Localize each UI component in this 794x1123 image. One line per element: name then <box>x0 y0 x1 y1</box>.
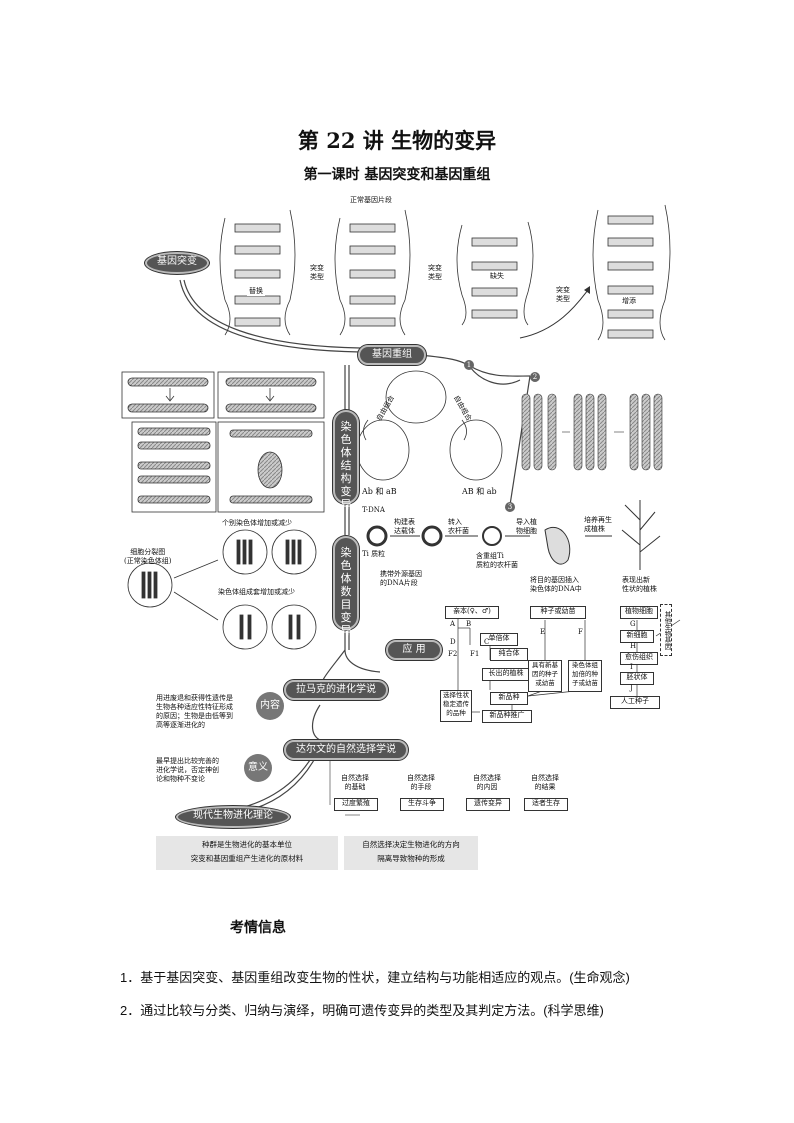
lamarck-content-text: 用进废退和获得性遗传是 生物各种适应性特征形成 的原因；生物是由低等到 高等逐渐… <box>156 694 233 729</box>
darwin-value-2: 遗传变异 <box>466 798 510 811</box>
foreign-gene-label: 携带外源基因 的DNA片段 <box>380 570 422 587</box>
regenerate-label: 培养再生 成植株 <box>584 516 612 533</box>
box-new-variety: 新品种 <box>490 692 528 705</box>
letter-h: H <box>630 642 637 650</box>
chromosome-structure-panel <box>121 371 325 513</box>
set-change-label: 染色体组成套增加或减少 <box>218 588 295 596</box>
chrom-structure-hub: 染色体结构变异 <box>333 410 359 511</box>
box-select-stable: 选择性状 稳定遗传 的品种 <box>440 690 472 722</box>
letter-c: C <box>484 638 490 646</box>
box-new-cell: 新细胞 <box>620 630 654 643</box>
box-long-plant: 长出的植株 <box>482 668 530 681</box>
darwin-hub: 达尔文的自然选择学说 <box>284 740 408 760</box>
agro-label: 含重组Ti 质粒的农杆菌 <box>476 552 518 569</box>
box-new-gene-seed: 具有新基 因的种子 或幼苗 <box>528 660 562 692</box>
box-haploid: 单倍体 <box>480 633 518 646</box>
mutation-type-label-1: 突变 类型 <box>310 264 324 281</box>
box-polyploid-seed: 染色体组 加倍的种 子或幼苗 <box>568 660 602 692</box>
karyotype-label: 细胞分裂图 (正常染色体组) <box>124 548 172 565</box>
darwin-head-0: 自然选择 的基础 <box>341 774 369 791</box>
concept-map-graphics <box>121 204 681 816</box>
new-trait-label: 表现出新 性状的植株 <box>622 576 657 593</box>
crossing-over-chromosomes <box>521 393 663 471</box>
normal-gene-label: 正常基因片段 <box>350 196 392 204</box>
letter-j: J <box>630 684 633 692</box>
box-homozygous: 纯合体 <box>490 648 528 661</box>
box-callus: 愈伤组织 <box>620 652 658 665</box>
box-parents: 亲本(♀、♂) <box>445 606 499 619</box>
dna-ladder-normal <box>334 209 411 336</box>
darwin-value-3: 适者生存 <box>524 798 568 811</box>
letter-d: D <box>450 638 456 646</box>
lamarck-hub: 拉马克的进化学说 <box>284 680 388 700</box>
lamarck-meaning-text: 最早提出比较完善的 进化学说，否定神创 论和物种不变论 <box>156 757 219 783</box>
mutation-type-label-2: 突变 类型 <box>428 264 442 281</box>
tdna-label: T-DNA <box>362 506 385 514</box>
box-plant-cell: 植物细胞 <box>620 606 658 619</box>
deletion-label: 缺失 <box>488 272 506 281</box>
modern-theory-hub: 现代生物进化理论 <box>176 806 290 828</box>
mutation-type-label-3: 突变 类型 <box>556 286 570 303</box>
darwin-head-3: 自然选择 的结果 <box>531 774 559 791</box>
gene-recombination-hub: 基因重组 <box>358 345 426 365</box>
box-artificial-seed: 人工种子 <box>610 696 660 709</box>
gene-mutation-hub: 基因突变 <box>145 252 209 274</box>
letter-g: G <box>630 620 636 628</box>
insertion-label: 增添 <box>620 297 638 306</box>
letter-i: I <box>630 663 633 671</box>
darwin-value-0: 过度繁殖 <box>334 798 378 811</box>
gametes-left: Ab 和 aB <box>362 487 397 496</box>
darwin-connectors <box>329 760 360 816</box>
substitution-label: 替换 <box>247 287 265 296</box>
label-f2: F2 <box>448 650 458 658</box>
chromosome-number-cells <box>127 529 317 650</box>
dna-ladder-deletion <box>456 221 534 326</box>
target-gene-label: 将目的基因插入 染色体的DNA中 <box>530 576 582 593</box>
individual-change-label: 个别染色体增加或减少 <box>222 519 292 527</box>
letter-a: A <box>450 620 456 628</box>
chrom-number-hub: 染色体数目变异 <box>333 536 359 637</box>
darwin-head-2: 自然选择 的内因 <box>473 774 501 791</box>
darwin-value-1: 生存斗争 <box>400 798 444 811</box>
page-title: 第 22 讲 生物的变异 <box>297 128 497 153</box>
import-cell-label: 导入植 物细胞 <box>516 518 537 535</box>
modern-right-box: 自然选择决定生物进化的方向 隔离导致物种的形成 <box>344 836 478 870</box>
info-item-1: 1．基于基因突变、基因重组改变生物的性状，建立结构与功能相适应的观点。(生命观念… <box>120 970 630 985</box>
dna-ladder-substitution <box>219 209 296 336</box>
ti-plasmid-label: Ti 质粒 <box>362 550 386 558</box>
letter-b: B <box>466 620 472 628</box>
modern-left-box: 种群是生物进化的基本单位 突变和基因重组产生进化的原材料 <box>156 836 338 870</box>
marker-3: 3 <box>505 502 515 512</box>
box-embryoid: 胚状体 <box>620 672 654 685</box>
page-subtitle: 第一课时 基因突变和基因重组 <box>303 167 491 183</box>
transfer-agro-label: 转入 农杆菌 <box>448 518 469 535</box>
letter-e: E <box>540 628 546 636</box>
genetic-engineering-graphics <box>366 500 661 570</box>
dna-ladder-insertion <box>592 204 671 341</box>
meiosis-cells <box>356 370 503 481</box>
label-f1: F1 <box>470 650 480 658</box>
marker-2: 2 <box>530 372 540 382</box>
box-promote: 新品种推广 <box>482 710 532 723</box>
build-vector-label: 构建表 达载体 <box>394 518 415 535</box>
info-heading: 考情信息 <box>230 919 286 935</box>
darwin-head-1: 自然选择 的手段 <box>407 774 435 791</box>
info-item-2: 2．通过比较与分类、归纳与演绎，明确可遗传变异的类型及其判定方法。(科学思维) <box>120 1003 604 1018</box>
gametes-right: AB 和 ab <box>462 487 497 496</box>
box-seed: 种子或幼苗 <box>530 606 586 619</box>
letter-f: F <box>578 628 583 636</box>
marker-1: 1 <box>464 360 474 370</box>
lamarck-content-tag: 内容 <box>256 692 284 720</box>
lamarck-meaning-tag: 意义 <box>244 754 272 782</box>
box-other-genes: 其他生物基因 <box>660 604 672 656</box>
application-hub: 应 用 <box>386 640 442 660</box>
